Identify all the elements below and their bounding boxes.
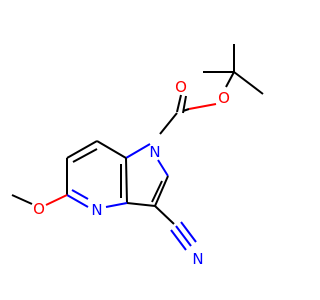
atom-n-pyrrole: N [149, 143, 160, 161]
bond-n-to-c2 [157, 159, 169, 177]
bond-carbonyl-c-to-n [159, 112, 178, 135]
bond-tbu-methyl-right [233, 71, 264, 95]
bond-c5-n4-inner [71, 189, 89, 200]
bond-c5-n4 [66, 194, 89, 208]
bond-c3-cn-carbon [154, 205, 175, 225]
bond-n4-c3a [105, 202, 128, 208]
atom-o-carbonyl: O [175, 78, 187, 96]
bond-ester-o-to-carbonyl-c [188, 103, 217, 110]
bond-c3a-c7a [125, 157, 128, 204]
bond-c7a-c7 [96, 140, 127, 159]
atom-o-methoxy: O [33, 200, 45, 218]
structure-canvas: N N N O O O [11, 44, 264, 268]
atom-n-pyridine: N [91, 201, 102, 219]
bond-c7-c6-inner [72, 148, 98, 163]
bond-tbu-to-ester-o [225, 71, 235, 88]
bond-o-methyl [11, 194, 33, 205]
atom-n-nitrile: N [192, 250, 203, 268]
bond-n-to-c7a [125, 143, 151, 159]
atom-o-ester: O [218, 89, 230, 107]
molecule-drawing: N N N O O O [11, 44, 264, 268]
bond-c2-c3 [154, 175, 169, 207]
bond-carbonyl-double-1 [176, 94, 182, 113]
bond-c3-c3a [126, 202, 156, 207]
bond-nitrile-triple-1 [175, 225, 192, 247]
bond-carbonyl-double-2 [182, 95, 187, 114]
bond-nitrile-triple-3 [180, 221, 197, 243]
bond-nitrile-triple-2 [170, 229, 187, 251]
bond-c7-c6 [66, 140, 98, 159]
bond-c2-c3-inner [151, 180, 163, 203]
bond-c5-o-methoxy [45, 194, 68, 206]
